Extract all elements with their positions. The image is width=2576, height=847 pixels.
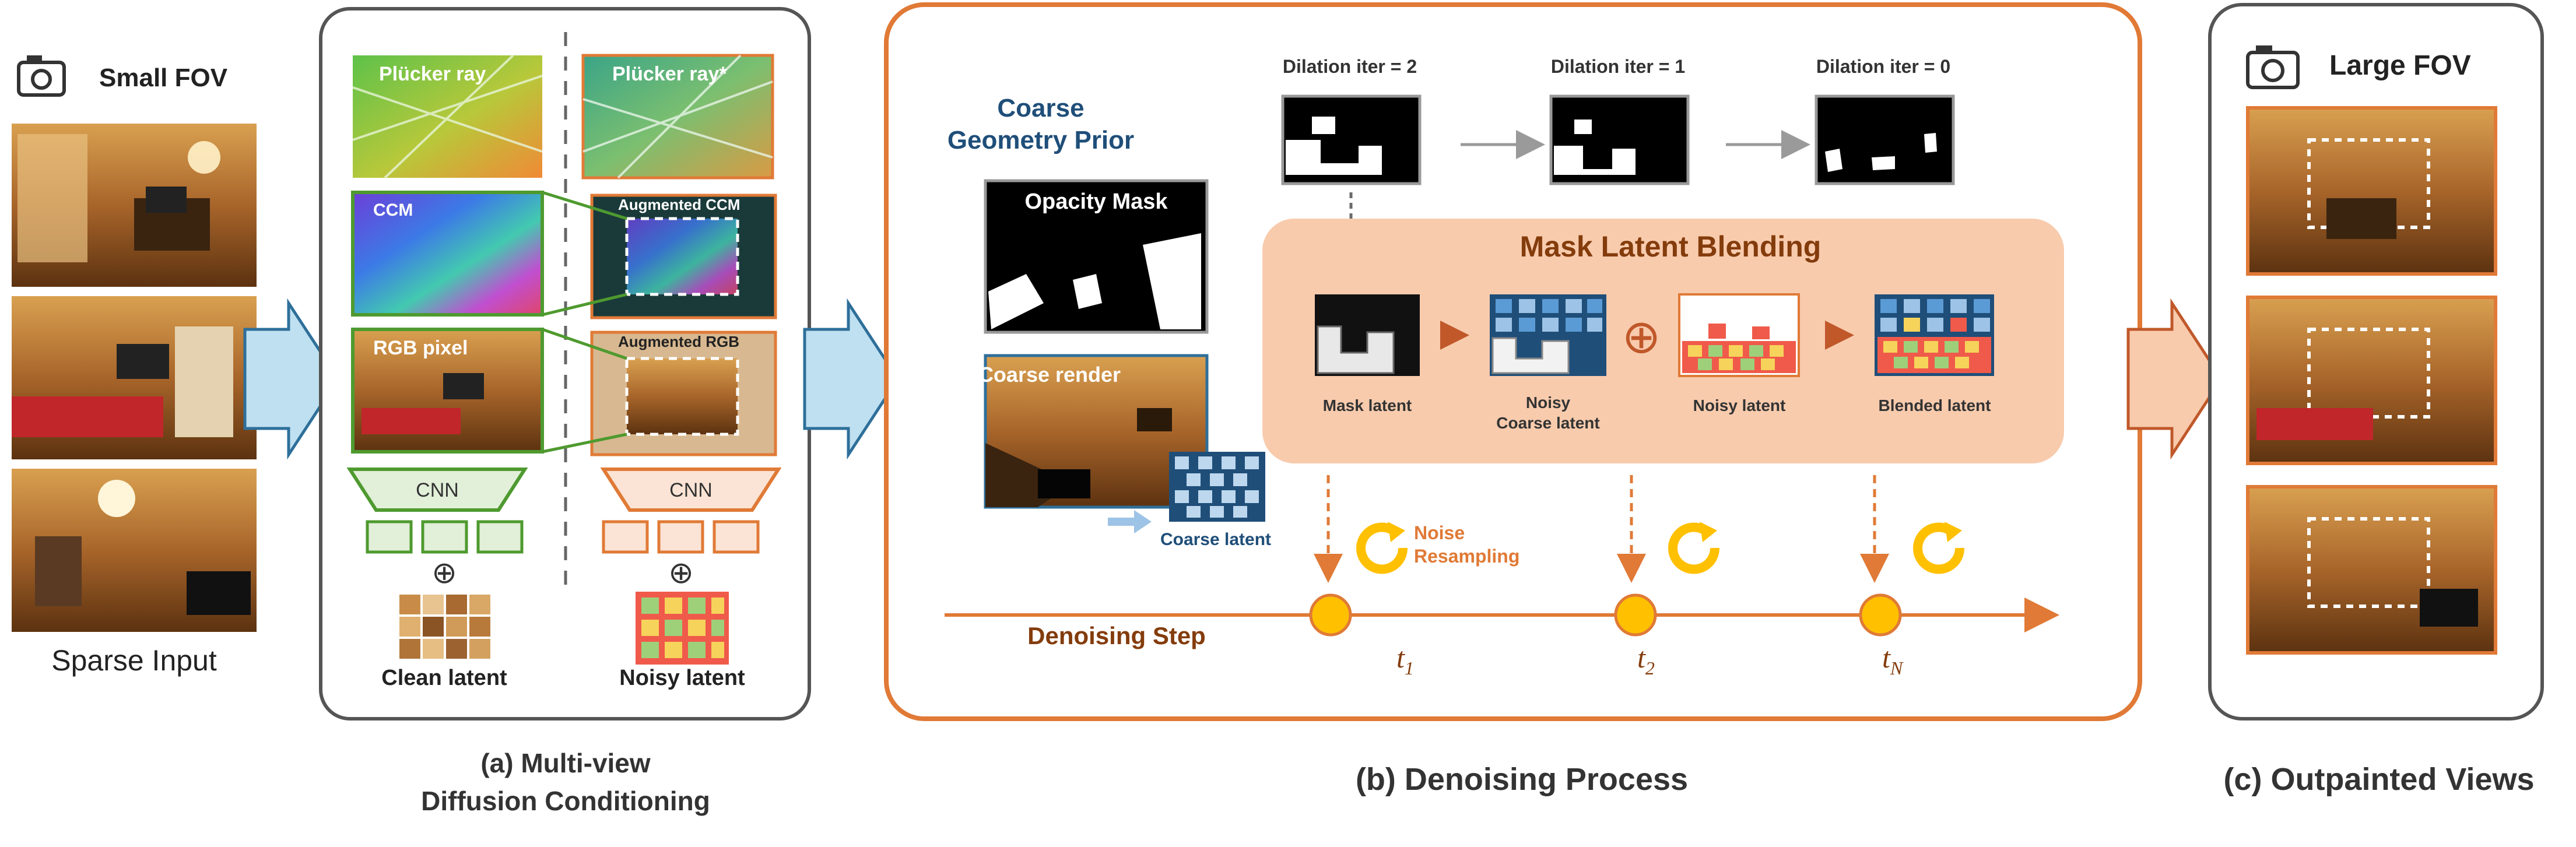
- rgb-pixel-label: RGB pixel: [373, 337, 468, 359]
- mask-latent-label: Mask latent: [1323, 396, 1412, 414]
- dilation-mask-1: [1549, 94, 1690, 185]
- latent-cell-right-3: [713, 520, 760, 554]
- arrow-input-to-a: [243, 298, 340, 460]
- panel-c-title: Large FOV: [2329, 50, 2471, 81]
- panel-a: Plücker ray CCM RGB pixel CNN ⊕ Clean la…: [319, 7, 811, 721]
- rgb-aug-label: Augmented RGB: [618, 333, 739, 350]
- ccm-aug-crop-box: [625, 217, 739, 296]
- step-node-tN: [1859, 593, 1902, 637]
- coarse-render-label: Coarse render: [978, 363, 1121, 386]
- denoising-step-label: Denoising Step: [1027, 622, 1206, 649]
- cnn-right-trapezoid: [600, 468, 782, 512]
- noise-resampling-line1: Noise: [1414, 522, 1465, 543]
- plucker-ray-aug-label: Plücker ray*: [612, 63, 727, 85]
- step-node-t2: [1614, 593, 1657, 637]
- clean-latent-label: Clean latent: [381, 666, 507, 690]
- input-view-3: [12, 469, 257, 632]
- step-label-tN: tN: [1882, 641, 1904, 679]
- cnn-left-label: CNN: [416, 479, 459, 501]
- input-view-2: [12, 296, 257, 459]
- dilation-mask-2: [1281, 94, 1422, 185]
- latent-cell-left-1: [366, 520, 413, 554]
- mask-latent-icon: [1315, 294, 1420, 376]
- ccm-aug-label: Augmented CCM: [618, 196, 740, 213]
- input-title: Small FOV: [99, 64, 228, 92]
- arrow-a-to-b: [803, 298, 900, 460]
- step-label-t2: t2: [1637, 641, 1655, 679]
- panel-a-caption-line2: Diffusion Conditioning: [421, 786, 710, 816]
- outpainted-view-3: [2246, 485, 2497, 655]
- arrow-b-to-c: [2126, 298, 2223, 460]
- opacity-mask-label: Opacity Mask: [1025, 189, 1168, 214]
- cnn-right-label: CNN: [669, 479, 713, 501]
- resample-icon-1: [1356, 522, 1408, 574]
- input-caption: Sparse Input: [51, 644, 217, 677]
- latent-cell-right-1: [602, 520, 649, 554]
- rgb-to-aug-connector: [542, 328, 627, 454]
- prior-title-line1: Coarse: [997, 94, 1084, 122]
- plus-right: ⊕: [668, 556, 694, 590]
- noisy-latent-label-b: Noisy latent: [1693, 396, 1786, 414]
- rgb-aug-crop-box: [625, 357, 739, 436]
- panel-b: Coarse Geometry Prior Opacity Mask Coars…: [884, 2, 2142, 721]
- outpainted-view-2: [2246, 296, 2497, 465]
- plus-left: ⊕: [431, 556, 457, 590]
- prior-title-line2: Geometry Prior: [947, 126, 1134, 154]
- panel-c: Large FOV: [2208, 3, 2544, 721]
- outpainted-view-1: [2246, 106, 2497, 276]
- panel-a-caption-line1: (a) Multi-view: [480, 748, 651, 778]
- latent-cell-left-3: [476, 520, 524, 554]
- oplus-symbol: ⊕: [1622, 311, 1661, 363]
- input-view-1: [12, 124, 257, 287]
- camera-icon: [2246, 45, 2300, 89]
- step-node-t1: [1309, 593, 1352, 637]
- noisy-latent-label-a: Noisy latent: [619, 666, 745, 690]
- opacity-mask-image: [984, 179, 1209, 334]
- resample-icon-2: [1668, 522, 1720, 574]
- noise-resampling-line2: Resampling: [1414, 546, 1519, 567]
- panel-c-caption: (c) Outpainted Views: [2223, 762, 2534, 797]
- step-label-t1: t1: [1396, 641, 1414, 679]
- coarse-latent-label: Coarse latent: [1160, 530, 1271, 549]
- coarse-latent-grid: [1169, 452, 1265, 522]
- blended-latent-label: Blended latent: [1879, 396, 1991, 414]
- ccm-label: CCM: [373, 201, 413, 220]
- panel-b-caption: (b) Denoising Process: [1356, 762, 1688, 797]
- noisy-coarse-label-1: Noisy: [1526, 393, 1571, 412]
- plucker-ray-label: Plücker ray: [379, 63, 486, 85]
- noisy-latent-grid-a: [636, 592, 729, 665]
- latent-cell-left-2: [421, 520, 468, 554]
- render-to-latent-arrow: [1108, 510, 1152, 533]
- blend-title: Mask Latent Blending: [1520, 230, 1822, 263]
- cnn-left-trapezoid: [346, 468, 528, 512]
- resample-icon-3: [1913, 522, 1965, 574]
- dilation-label-1: Dilation iter = 1: [1551, 56, 1685, 77]
- clean-latent-grid: [399, 595, 490, 659]
- ccm-image: [351, 191, 544, 317]
- dilation-label-2: Dilation iter = 2: [1283, 56, 1417, 77]
- blend-box: [1262, 219, 2064, 463]
- blended-latent-icon: [1875, 294, 1994, 376]
- latent-cell-right-2: [657, 520, 704, 554]
- input-column: Small FOV Sparse Input: [12, 55, 257, 677]
- noisy-latent-icon-b: [1678, 293, 1800, 377]
- dilation-mask-0: [1815, 94, 1955, 185]
- dilation-label-0: Dilation iter = 0: [1816, 56, 1950, 77]
- camera-icon: [17, 55, 66, 97]
- noisy-coarse-latent-icon: [1490, 294, 1606, 376]
- ccm-to-aug-connector: [542, 191, 627, 317]
- noisy-coarse-label-2: Coarse latent: [1496, 414, 1599, 432]
